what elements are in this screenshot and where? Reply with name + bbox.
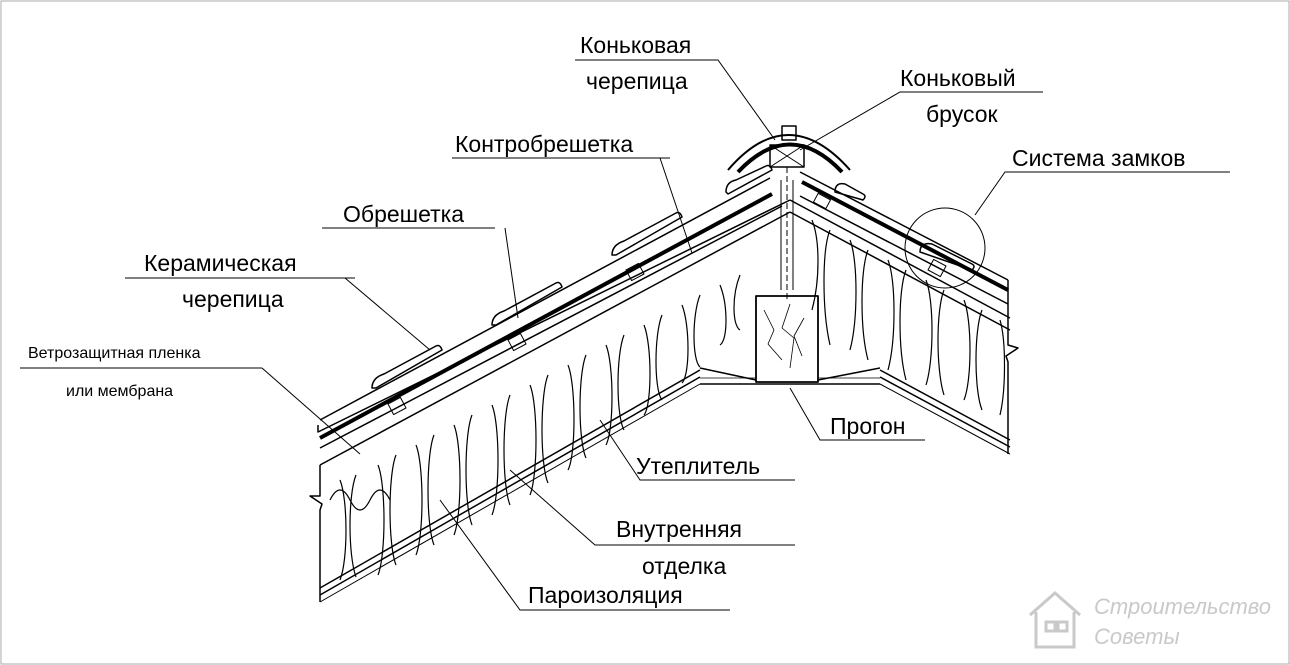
label-ceramic-tile-line2: черепица — [182, 286, 284, 312]
right-insulation-top — [789, 211, 1011, 331]
right-ceramic-tiles — [834, 182, 975, 271]
lock-system-callout-circle — [904, 207, 986, 289]
left-counter-batten — [319, 192, 773, 440]
watermark-line2: Советы — [1094, 624, 1180, 649]
label-wind-membrane-line2: или мембрана — [66, 383, 173, 400]
label-vapor-barrier: Пароизоляция — [528, 582, 683, 608]
left-membrane-line — [317, 199, 791, 433]
house-icon — [1029, 591, 1081, 649]
right-membrane-line — [789, 199, 1011, 319]
left-ceramic-tiles — [371, 164, 773, 389]
label-insulation: Утеплитель — [636, 453, 760, 479]
watermark: Строительство Советы — [1029, 591, 1271, 649]
label-ceramic-tile-line1: Керамическая — [144, 250, 297, 276]
label-inner-finish-line2: отделка — [642, 553, 726, 579]
right-counter-batten — [801, 180, 1009, 292]
right-insulation — [811, 219, 1006, 416]
left-insulation-top — [319, 211, 791, 466]
label-lock-system: Система замков — [1012, 145, 1186, 171]
label-purlin: Прогон — [830, 413, 906, 439]
watermark-line1: Строительство — [1094, 594, 1271, 619]
right-battens — [812, 192, 947, 278]
left-battens — [387, 262, 645, 416]
purlin-beam — [755, 295, 819, 383]
label-ridge-tile-line1: Коньковая — [580, 32, 691, 58]
label-ridge-tile-line2: черепица — [586, 68, 688, 94]
label-batten: Обрешетка — [343, 201, 464, 227]
ridge-assembly — [727, 125, 851, 300]
label-inner-finish-line1: Внутренняя — [616, 516, 742, 542]
roof-drawing — [309, 125, 1019, 603]
label-wind-membrane-line1: Ветрозащитная пленка — [28, 345, 201, 362]
left-insulation-bottom — [319, 369, 701, 589]
label-counter-batten: Контробрешетка — [455, 131, 633, 157]
right-insulation-bottom — [879, 369, 1011, 441]
left-insulation — [329, 274, 741, 581]
leader-lines — [20, 59, 1230, 611]
label-ridge-beam-line1: Коньковый — [900, 65, 1016, 91]
label-ridge-beam-line2: брусок — [926, 101, 998, 127]
